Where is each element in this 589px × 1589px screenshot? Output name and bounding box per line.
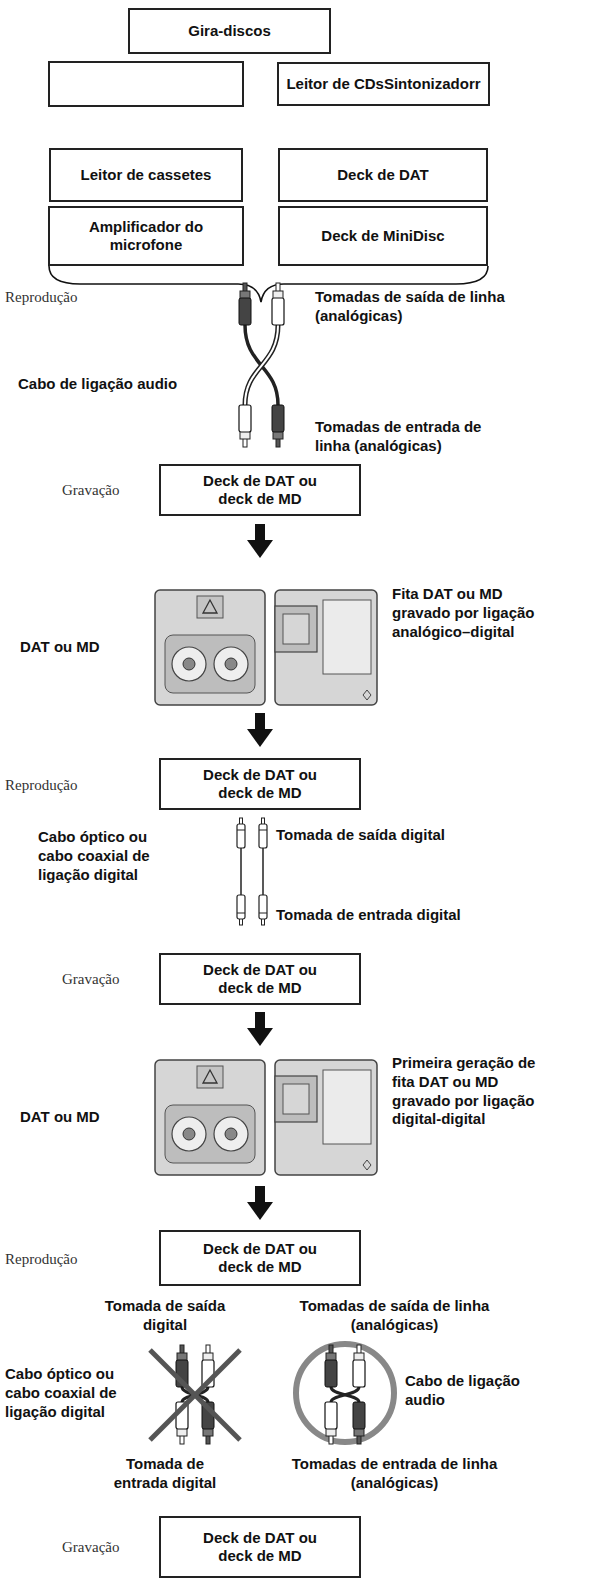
device-name: Deck de DAT ou deck de MD — [191, 472, 329, 508]
device-box: Deck de DAT ou deck de MD — [159, 1516, 361, 1578]
part-label: Tomada de saída digital — [276, 826, 536, 845]
device-name: Gira-discos — [188, 22, 271, 40]
device-box: Amplificador do microfone — [48, 206, 244, 266]
part-label: Tomada de entrada digital — [276, 906, 536, 925]
down-arrow — [247, 524, 273, 558]
device-name: Deck de DAT ou deck de MD — [191, 1240, 329, 1276]
part-label: Cabo óptico ou cabo coaxial de ligação d… — [5, 1365, 137, 1421]
device-box: Deck de DAT ou deck de MD — [159, 464, 361, 516]
part-label: Tomadas de saída de linha (analógicas) — [315, 288, 505, 326]
device-name: Deck de DAT — [337, 166, 428, 184]
part-label: Fita DAT ou MD gravado por ligação analó… — [392, 585, 542, 641]
device-box: Deck de MiniDisc — [278, 206, 488, 266]
part-label: Tomadas de entrada de linha (analógicas) — [282, 1455, 507, 1493]
step-label: Gravação — [62, 1538, 152, 1557]
part-label: Cabo de ligação audio — [18, 375, 238, 394]
device-name: Deck de DAT ou deck de MD — [191, 961, 329, 997]
digital-cable — [237, 818, 267, 925]
step-label: Gravação — [62, 481, 152, 500]
part-label: Cabo de ligação audio — [405, 1372, 535, 1410]
device-box: Leitor de cassetes — [49, 148, 243, 202]
step-label: Reprodução — [5, 288, 125, 307]
forbidden-digital-cable — [150, 1345, 240, 1444]
down-arrow — [247, 1012, 273, 1046]
down-arrow — [247, 1186, 273, 1220]
device-name: Leitor de cassetes — [81, 166, 212, 184]
device-name: Deck de DAT ou deck de MD — [191, 766, 329, 802]
device-name: Amplificador do microfone — [86, 218, 206, 254]
device-box: Gira-discos — [128, 8, 331, 54]
part-label: Tomadas de saída de linha (analógicas) — [282, 1297, 507, 1335]
part-label: DAT ou MD — [20, 1108, 140, 1127]
part-label: Cabo óptico ou cabo coaxial de ligação d… — [38, 828, 168, 884]
empty-box — [49, 62, 243, 106]
part-label: Tomada de saída digital — [100, 1297, 230, 1335]
device-name: Deck de MiniDisc — [321, 227, 444, 245]
device-box: Deck de DAT ou deck de MD — [159, 953, 361, 1005]
device-box: Leitor de CDsSintonizadorr — [277, 62, 490, 106]
dat-md-media — [155, 590, 377, 705]
device-name: Leitor de CDsSintonizadorr — [286, 75, 480, 93]
part-label: Tomada de entrada digital — [100, 1455, 230, 1493]
part-label: DAT ou MD — [20, 638, 140, 657]
dat-md-media — [155, 1060, 377, 1175]
step-label: Reprodução — [5, 776, 125, 795]
part-label: Tomadas de entrada de linha (analógicas) — [315, 418, 505, 456]
device-box: Deck de DAT — [278, 148, 488, 202]
allowed-analog-cable — [296, 1344, 394, 1444]
analog-cable — [239, 283, 284, 447]
part-label: Primeira geração de fita DAT ou MD grava… — [392, 1054, 542, 1129]
device-box: Deck de DAT ou deck de MD — [159, 758, 361, 810]
down-arrow — [247, 713, 273, 747]
step-label: Reprodução — [5, 1250, 125, 1269]
step-label: Gravação — [62, 970, 152, 989]
device-name: Deck de DAT ou deck de MD — [191, 1529, 329, 1565]
device-box: Deck de DAT ou deck de MD — [159, 1230, 361, 1286]
